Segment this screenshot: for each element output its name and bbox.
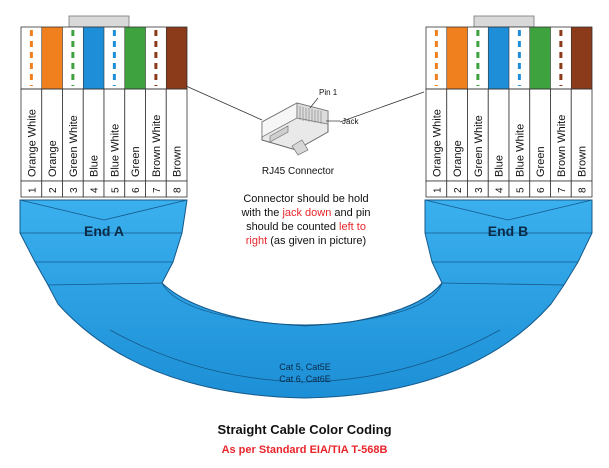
pin-number-8: 8 [578,187,589,193]
cable-type-line2: Cat 6, Cat6E [279,374,331,384]
connector-clip [473,15,535,28]
instruction-line2b: and pin [331,207,371,219]
wire-label-pin-4: Blue [494,155,506,177]
pin-number-7: 7 [152,187,163,193]
wire-pin-1 [426,27,447,89]
end-b-label: End B [488,223,528,239]
wire-label-pin-2: Orange [47,140,59,177]
rj45-connector-icon [261,97,340,156]
instruction-text: Connector should be hold with the jack d… [216,192,396,248]
pin-number-7: 7 [557,187,568,193]
instruction-highlight-right: right [245,235,268,247]
pin-number-4: 4 [90,187,101,193]
wire-pin-3 [62,27,84,89]
wire-pin-5 [509,27,530,89]
wire-label-pin-1: Orange White [431,109,443,177]
end-a-connector: Orange White 1 Orange 2 Green White 3 Blue 4 Blu… [20,15,188,198]
pin-number-6: 6 [536,187,547,193]
wire-label-pin-7: Brown White [556,115,568,177]
instruction-highlight-left-to: left to [339,221,366,233]
pin-number-5: 5 [515,187,526,193]
wire-label-pin-6: Green [535,146,547,177]
pin-number-1: 1 [27,187,38,193]
pin-number-1: 1 [432,187,443,193]
instruction-highlight-jack-down: jack down [282,207,332,219]
wire-label-pin-3: Green White [68,115,80,177]
instruction-line3a: should be counted [246,221,340,233]
instruction-line4: (as given in picture) [267,235,367,247]
wire-pin-7 [145,27,167,89]
footer-subtitle: As per Standard EIA/TIA T-568B [221,444,388,456]
pin-number-3: 3 [69,187,80,193]
pin-number-2: 2 [48,187,59,193]
instruction-line1: Connector should be hold [243,193,369,205]
wire-pin-5 [104,27,125,89]
pin-number-8: 8 [173,187,184,193]
pin-number-3: 3 [474,187,485,193]
wire-pin-4 [83,27,104,89]
pin-number-4: 4 [495,187,506,193]
wire-label-pin-2: Orange [452,140,464,177]
pin-number-2: 2 [453,187,464,193]
wire-label-pin-5: Blue White [109,124,121,177]
wire-label-pin-3: Green White [473,115,485,177]
wire-label-pin-8: Brown [172,146,184,177]
wire-pin-8 [571,27,592,89]
wire-pin-6 [124,27,146,89]
end-b-connector: Orange White 1 Orange 2 Green White 3 Blue 4 Blu… [425,15,593,198]
connector-clip [68,15,130,28]
wire-pin-7 [550,27,572,89]
rj45-title: RJ45 Connector [262,166,335,177]
pointer-line-right [339,91,425,123]
wire-label-pin-4: Blue [89,155,101,177]
wire-label-pin-6: Green [130,146,142,177]
instruction-line2a: with the [241,207,283,219]
wire-label-pin-5: Blue White [514,124,526,177]
wire-pin-2 [446,27,468,89]
wire-label-pin-8: Brown [577,146,589,177]
pointer-line-left [185,85,263,121]
jack-label: Jack [342,117,359,126]
pin-1-label: Pin 1 [319,88,338,97]
wire-pin-3 [467,27,489,89]
wire-pin-2 [41,27,63,89]
wire-pin-6 [529,27,551,89]
wire-pin-1 [21,27,42,89]
pin-number-5: 5 [110,187,121,193]
pin-number-6: 6 [131,187,142,193]
wire-label-pin-7: Brown White [151,115,163,177]
wire-label-pin-1: Orange White [26,109,38,177]
wire-pin-8 [166,27,187,89]
footer-title: Straight Cable Color Coding [217,422,392,437]
cable-type-line1: Cat 5, Cat5E [279,362,331,372]
wire-pin-4 [488,27,509,89]
end-a-label: End A [84,223,124,239]
